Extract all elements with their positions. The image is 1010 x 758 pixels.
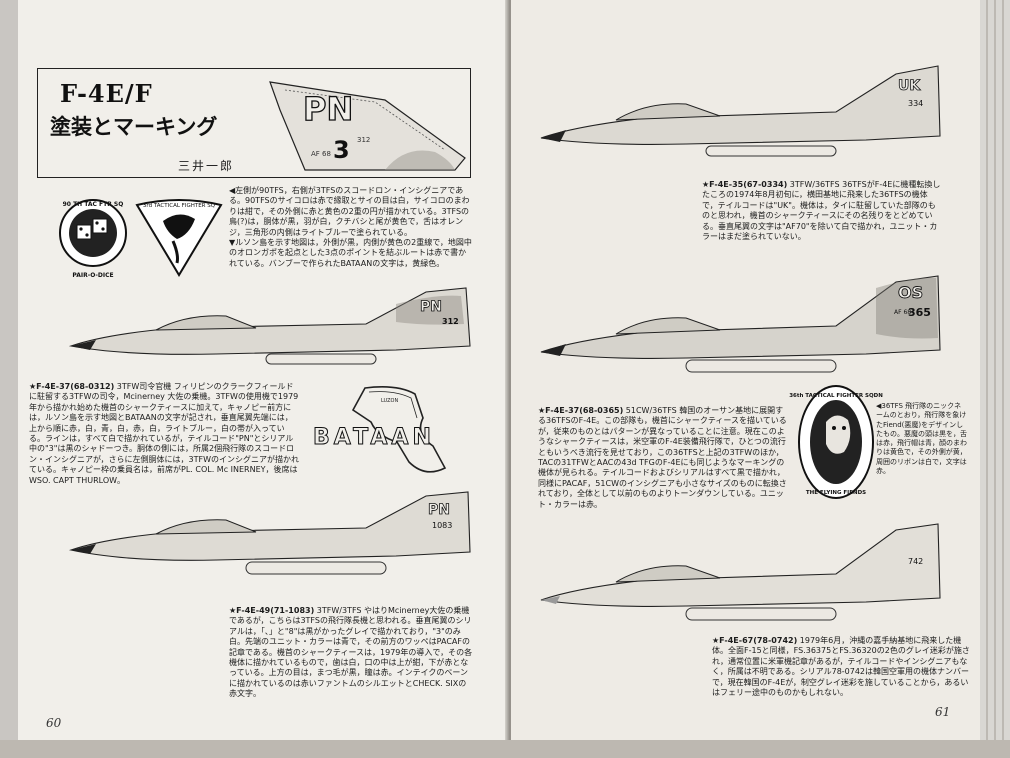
article-title: F-4E/F [60, 79, 153, 108]
caption-78-0742: ★F-4E-67(78-0742) 1979年6月，沖縄の嘉手納基地に飛来した機… [712, 636, 970, 698]
aircraft-side-view-742: 742 [540, 523, 941, 621]
caption-67-0334-body: 3TFW/36TFS 36TFSがF-4Eに機種転換したころの1974年8月初旬… [702, 180, 941, 242]
book-gutter [505, 0, 515, 758]
dice-badge-top-text: 90 TH TAC FTR SQ [63, 201, 124, 208]
caption-71-1083-body: 3TFW/3TFS やはりMcinerney大佐の乗機であるが，こちらは3TFS… [229, 606, 473, 699]
aircraft4-small: AF 68 [894, 309, 911, 316]
aircraft5-serial: 742 [908, 557, 923, 566]
aircraft-side-view-365: OS AF 68 365 [540, 275, 941, 373]
table-surface [0, 740, 1010, 758]
caption-78-0742-head: ★F-4E-67(78-0742) [712, 636, 798, 645]
map-label: BATAAN [313, 425, 435, 450]
caption-68-0312-body: 3TFW司令官機 フィリピンのクラークフィールドに駐留する3TFWの司令，Mci… [29, 382, 300, 485]
bird-badge-text: 3rd TACTICAL FIGHTER SQ [143, 203, 216, 209]
aircraft-side-view-334: UK 334 [540, 65, 941, 157]
caption-67-0334: ★F-4E-35(67-0334) 3TFW/36TFS 36TFSがF-4Eに… [702, 180, 942, 242]
caption-68-0365-head: ★F-4E-37(68-0365) [538, 406, 624, 415]
intro-caption: ◀左側が90TFS，右側が3TFSのスコードロン・インシグニアである。90TFS… [229, 186, 472, 268]
caption-68-0365-body: 51CW/36TFS 韓国のオーサン基地に展開する36TFSのF-4E。この部隊… [538, 406, 787, 509]
page-edges [980, 0, 1010, 758]
caption-67-0334-head: ★F-4E-35(67-0334) [702, 180, 788, 189]
aircraft2-serial: 1083 [432, 521, 452, 530]
aircraft2-tail-code: PN [428, 502, 450, 518]
aircraft-side-view-312: PN 312 [68, 287, 471, 365]
author-name: 三井一郎 [178, 159, 235, 173]
aircraft-side-view-1083: PN 1083 [68, 491, 471, 575]
aircraft4-tail-code: OS [898, 283, 923, 302]
tail-art-right: 312 [357, 136, 370, 144]
aircraft3-tail-code: UK [898, 78, 921, 94]
tail-illustration: PN 3 AF 68 312 [269, 81, 466, 171]
caption-71-1083: ★F-4E-49(71-1083) 3TFW/3TFS やはりMcinerney… [229, 606, 474, 700]
tail-art-left: AF 68 [311, 150, 331, 158]
page-number-left: 60 [46, 716, 62, 730]
tail-art-code: PN [303, 90, 353, 128]
caption-68-0312-head: ★F-4E-37(68-0312) [29, 382, 115, 391]
map-small-label: LUZON [381, 398, 398, 404]
caption-71-1083-head: ★F-4E-49(71-1083) [229, 606, 315, 615]
squadron-badge-bird: 3rd TACTICAL FIGHTER SQ [135, 199, 223, 277]
tail-art-number: 3 [333, 136, 350, 164]
squadron-badge-fiend: 36th TACTICAL FIGHTER SQDN THE FLYING FI… [789, 385, 883, 499]
aircraft4-serial: 365 [908, 306, 931, 319]
aircraft1-tail-code: PN [420, 299, 442, 315]
caption-68-0312: ★F-4E-37(68-0312) 3TFW司令官機 フィリピンのクラークフィー… [29, 382, 299, 486]
fiend-badge-top-text: 36th TACTICAL FIGHTER SQDN [789, 393, 883, 399]
aircraft3-serial: 334 [908, 99, 923, 108]
squadron-badge-dice: 90 TH TAC FTR SQ PAIR-O-DICE [59, 199, 127, 279]
caption-68-0365: ★F-4E-37(68-0365) 51CW/36TFS 韓国のオーサン基地に展… [538, 406, 788, 510]
fiend-badge-caption: ◀36TFS 飛行隊のニックネームのとおり，飛行隊を象けたFiend(悪魔)をデ… [876, 402, 967, 476]
title-box: F-4E/F 塗装とマーキング 三井一郎 [37, 68, 471, 178]
bataan-map: BATAAN LUZON [313, 386, 447, 473]
page-number-right: 61 [935, 705, 951, 719]
caption-78-0742-body: 1979年6月，沖縄の嘉手納基地に飛来した機体。全面F-15と同様，FS.363… [712, 636, 970, 698]
fiend-badge-bottom-text: THE FLYING FIENDS [806, 490, 866, 496]
dice-badge-bottom-text: PAIR-O-DICE [72, 272, 113, 279]
aircraft1-serial: 312 [442, 317, 459, 326]
article-subtitle: 塗装とマーキング [50, 115, 218, 139]
left-page [18, 0, 508, 758]
